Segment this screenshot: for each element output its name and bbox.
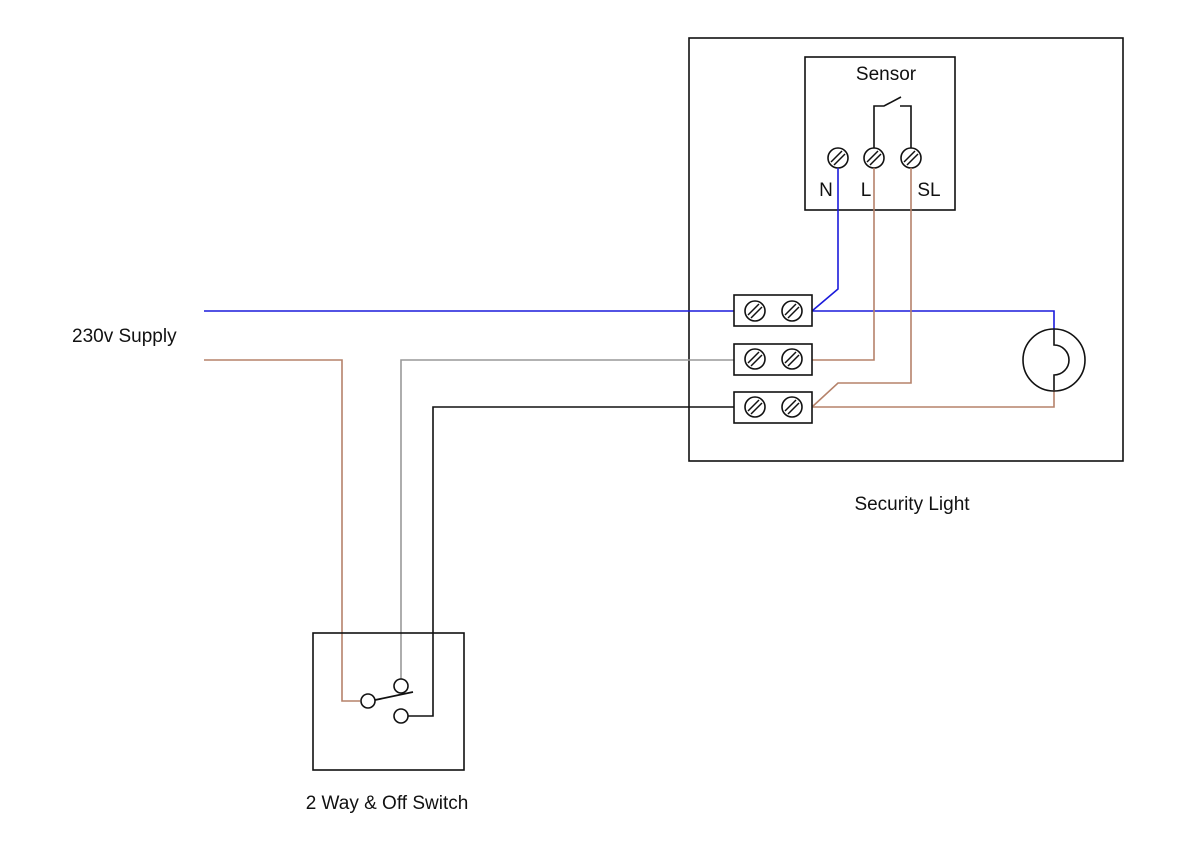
switch-box [312,632,465,771]
terminal-screw-icon [827,147,849,169]
sensor-terminals [827,147,922,169]
lamp-icon [1022,328,1086,392]
sensor-switch-icon [873,96,912,148]
terminal-block-switched [733,391,813,424]
live-supply-wire [204,359,360,702]
terminal-block-live [733,343,813,376]
switch-label: 2 Way & Off Switch [306,793,469,814]
lamp-live-wire [812,390,1055,408]
sensor-switched-live-wire [811,168,912,408]
supply-label: 230v Supply [72,326,177,347]
terminal-screw-icon [900,147,922,169]
switch-wire-grey [400,359,734,679]
terminal-label-n: N [819,180,833,201]
terminal-screw-icon [863,147,885,169]
neutral-wire-sensor [811,168,839,312]
switch-wire-black [408,406,734,717]
sensor-label: Sensor [856,64,917,85]
sensor-box [804,56,956,211]
sensor-live-wire [812,168,875,361]
terminal-label-l: L [861,180,872,201]
terminal-block-neutral [733,294,813,327]
security-light-label: Security Light [854,494,970,515]
security-light-enclosure [688,37,1124,462]
two-way-switch-icon [360,678,414,724]
neutral-wire-lamp [812,310,1055,330]
terminal-label-sl: SL [917,180,940,201]
